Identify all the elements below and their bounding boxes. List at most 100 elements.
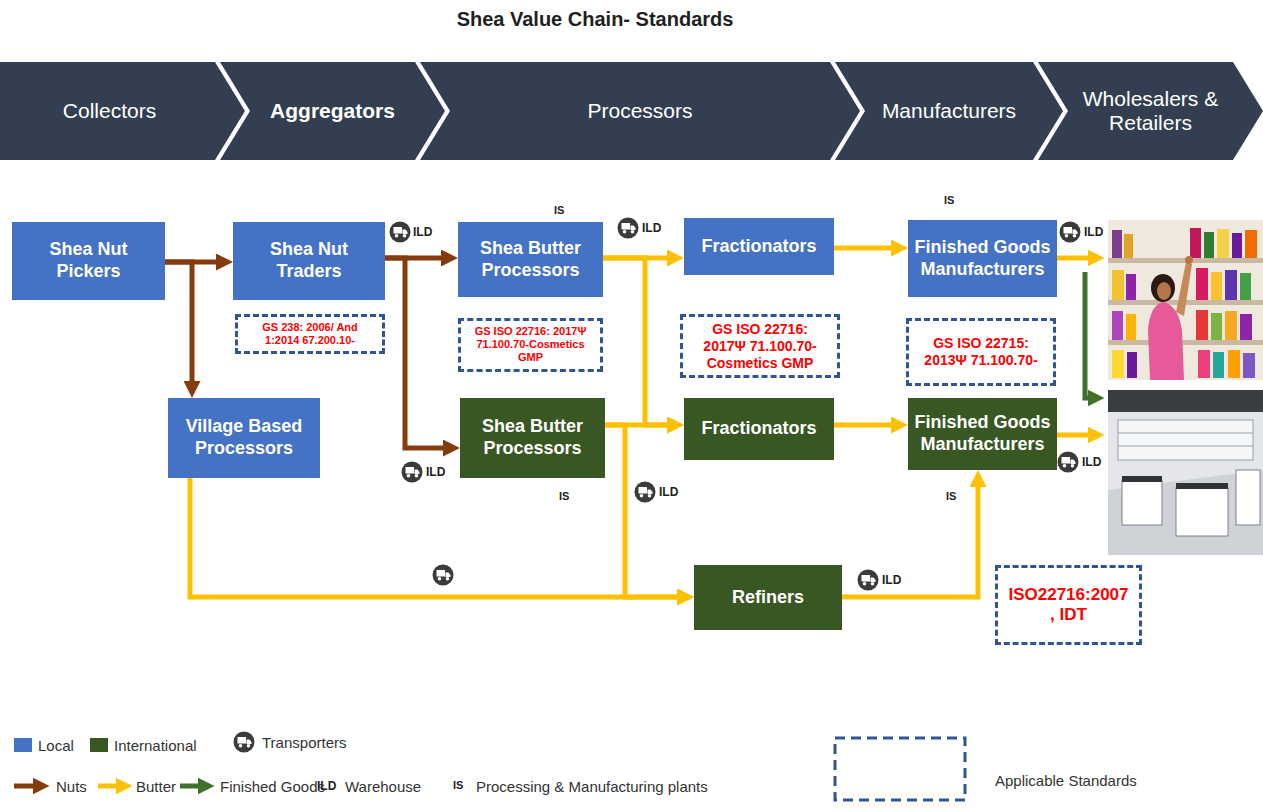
- chevron-fill: [0, 62, 245, 160]
- flow-arrow: [605, 425, 686, 597]
- transporter-icon: [858, 570, 879, 591]
- node-text: Fractionators: [701, 418, 816, 440]
- node-text: Fractionators: [701, 236, 816, 258]
- flow-arrow: [190, 478, 686, 597]
- node-text: Finished Goods Manufacturers: [914, 237, 1051, 280]
- icon-label: IS: [553, 204, 565, 216]
- butter-arrow: [1057, 256, 1096, 261]
- legend-text: Nuts: [56, 778, 87, 795]
- legend-swatch: [14, 738, 32, 752]
- chevron-fill: [835, 62, 1063, 160]
- photo-ground: [1108, 220, 1263, 380]
- process-box: Shea Butter Processors: [460, 398, 605, 478]
- legend-text: Transporters: [262, 734, 346, 751]
- butter-arrow-sample: [98, 784, 124, 789]
- node-text: Collectors: [63, 99, 156, 123]
- process-box: Refiners: [694, 565, 842, 630]
- legend-samples: [14, 738, 965, 800]
- process-box: Fractionators: [684, 398, 834, 460]
- flow-arrow: [385, 258, 452, 448]
- node-text: Wholesalers & Retailers: [1074, 87, 1227, 135]
- transporter-icon: [1060, 222, 1081, 243]
- icon-label: ILD: [658, 485, 679, 499]
- transporter-icon: [635, 482, 656, 503]
- process-box: Village Based Processors: [168, 398, 320, 478]
- node-text: Refiners: [732, 587, 804, 609]
- retail-shelf-photo: [1108, 220, 1263, 380]
- ceiling: [1108, 390, 1263, 412]
- node-text: Aggregators: [270, 99, 395, 123]
- icon-label: ILD: [641, 221, 662, 235]
- node-text: Shea Nut Traders: [239, 239, 379, 282]
- display-unit: [1236, 470, 1260, 525]
- legend-swatch: [90, 738, 108, 752]
- node-text: GS ISO 22716: 2017Ψ 71.100.70-Cosmetics …: [467, 325, 594, 365]
- transporter-icon: [433, 565, 454, 586]
- standard-box: GS ISO 22715: 2013Ψ 71.100.70-: [906, 318, 1056, 386]
- standards-box-sample: [835, 738, 965, 800]
- icon-label: ILD: [1081, 455, 1102, 469]
- icon-label: ILD: [412, 225, 433, 239]
- process-box: Finished Goods Manufacturers: [908, 220, 1057, 297]
- back-wall-shelves: [1118, 420, 1253, 460]
- display-unit: [1176, 488, 1228, 536]
- node-text: Processors: [587, 99, 692, 123]
- icon-label: IS: [558, 490, 570, 502]
- stage-chevron: Wholesalers & Retailers: [1038, 62, 1263, 160]
- node-text: Shea Butter Processors: [466, 416, 599, 459]
- shopper-figure: [1148, 256, 1193, 380]
- transporter-icon: [1058, 452, 1079, 473]
- flow-arrow: [834, 246, 900, 251]
- node-text: GS ISO 22715: 2013Ψ 71.100.70-: [915, 335, 1047, 369]
- photo-ground: [1108, 390, 1263, 555]
- flow-arrow: [834, 423, 900, 428]
- standard-box: GS ISO 22716: 2017Ψ 71.100.70-Cosmetics …: [458, 318, 603, 372]
- node-text: ISO22716:2007 , IDT: [1004, 585, 1133, 626]
- transporter-icon: [390, 222, 411, 243]
- legend-text: Butter: [136, 778, 176, 795]
- stage-chevron: Aggregators: [220, 62, 445, 160]
- standard-box: GS 238: 2006/ And 1:2014 67.200.10-: [235, 314, 385, 354]
- node-text: Shea Butter Processors: [464, 238, 597, 281]
- standard-box: ISO22716:2007 , IDT: [995, 565, 1142, 645]
- legend-text: Local: [38, 737, 74, 754]
- display-unit: [1122, 480, 1162, 525]
- transporter-icon: [402, 462, 423, 483]
- chevron-fill: [1038, 62, 1263, 160]
- process-box: Shea Butter Processors: [458, 222, 603, 297]
- transporter-icons: [234, 218, 1081, 753]
- finished-goods-arrow-sample: [180, 784, 206, 789]
- legend-text: International: [114, 737, 197, 754]
- legend-text: Finished Goods: [220, 778, 325, 795]
- flow-arrow: [842, 479, 978, 598]
- stage-chevron: Processors: [420, 62, 860, 160]
- chevron-fill: [220, 62, 445, 160]
- legend-text: Processing & Manufacturing plants: [476, 778, 708, 795]
- legend-text: Warehouse: [345, 778, 421, 795]
- icon-label: IS: [945, 490, 957, 502]
- chevron-fill: [420, 62, 860, 160]
- store-interior-photo: [1108, 390, 1263, 555]
- products: [1112, 228, 1257, 378]
- icon-label: ILD: [1083, 225, 1104, 239]
- shelf: [1108, 340, 1263, 345]
- standard-box: GS ISO 22716: 2017Ψ 71.100.70-Cosmetics …: [680, 314, 840, 378]
- diagram-title: Shea Value Chain- Standards: [380, 8, 810, 31]
- finished-goods-arrow: [1085, 272, 1096, 398]
- process-box: Fractionators: [684, 218, 834, 275]
- node-text: GS ISO 22716: 2017Ψ 71.100.70-Cosmetics …: [689, 321, 831, 371]
- transporter-icon: [618, 218, 639, 239]
- shelf-line: [1118, 446, 1253, 447]
- flow-arrow: [165, 262, 192, 390]
- display-top: [1176, 483, 1228, 489]
- node-text: GS 238: 2006/ And 1:2014 67.200.10-: [244, 321, 376, 347]
- butter-arrow: [1057, 433, 1096, 438]
- flow-arrows-to-retail: [1057, 258, 1096, 435]
- display-top: [1122, 476, 1162, 482]
- stage-chevron: Manufacturers: [835, 62, 1063, 160]
- floor: [1108, 470, 1263, 555]
- node-text: Shea Nut Pickers: [18, 239, 159, 282]
- legend-text: Applicable Standards: [995, 772, 1137, 789]
